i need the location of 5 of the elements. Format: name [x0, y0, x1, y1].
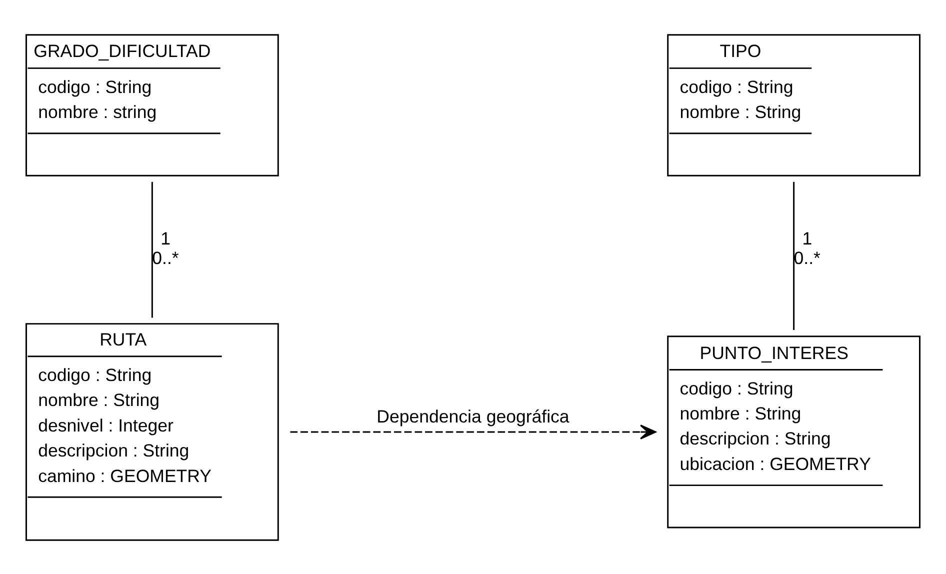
- edge-label: 1 0..*: [794, 228, 820, 268]
- connector: [151, 181, 153, 318]
- edge-label: Dependencia geográfica: [376, 406, 570, 426]
- arrow: [290, 424, 656, 439]
- connector: [793, 181, 795, 330]
